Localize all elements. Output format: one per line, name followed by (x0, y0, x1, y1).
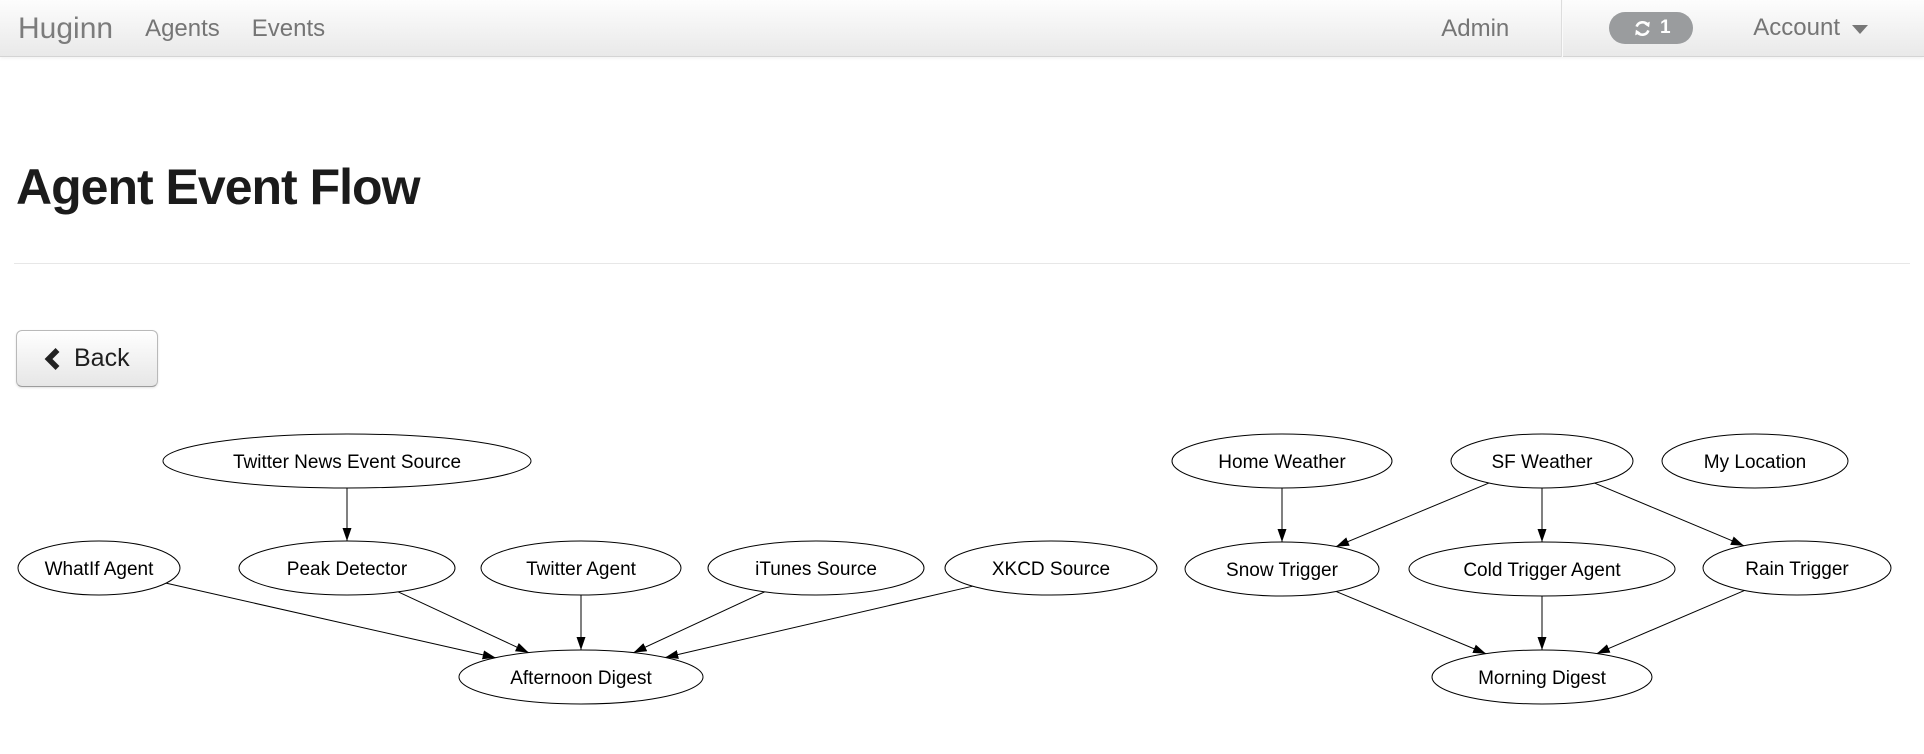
graph-node-my-location[interactable]: My Location (1661, 433, 1849, 489)
graph-edge-itunes-source-to-afternoon-digest (633, 591, 765, 654)
graph-node-cold-trigger-agent[interactable]: Cold Trigger Agent (1408, 541, 1676, 597)
graph-node-home-weather[interactable]: Home Weather (1171, 433, 1393, 489)
refresh-icon (1632, 18, 1653, 39)
graph-node-snow-trigger[interactable]: Snow Trigger (1184, 541, 1380, 597)
graph-node-morning-digest[interactable]: Morning Digest (1431, 649, 1653, 705)
graph-node-label: My Location (1704, 452, 1806, 473)
brand-link[interactable]: Huginn (18, 11, 114, 45)
graph-edge-rain-trigger-to-morning-digest (1596, 589, 1745, 655)
graph-node-twitter-agent[interactable]: Twitter Agent (480, 540, 682, 596)
graph-node-label: XKCD Source (992, 559, 1110, 580)
graph-node-label: WhatIf Agent (45, 559, 155, 580)
graph-edge-snow-trigger-to-morning-digest (1335, 590, 1487, 655)
graph-node-label: Cold Trigger Agent (1463, 560, 1621, 581)
chevron-left-icon (44, 347, 61, 371)
nav-item-admin[interactable]: Admin (1441, 14, 1510, 42)
navbar-divider (1561, 0, 1564, 57)
back-button[interactable]: Back (16, 330, 158, 387)
graph-node-label: Home Weather (1218, 452, 1346, 473)
account-label: Account (1753, 14, 1840, 41)
graph-node-whatif-agent[interactable]: WhatIf Agent (17, 540, 181, 596)
graph-node-label: Snow Trigger (1226, 560, 1339, 581)
chevron-down-icon (1852, 25, 1868, 34)
account-menu[interactable]: Account (1753, 14, 1868, 42)
nav-item-events[interactable]: Events (251, 14, 326, 42)
navbar-right: Admin 1 Account (1441, 0, 1924, 57)
graph-node-label: Twitter Agent (526, 559, 637, 580)
graph-node-xkcd-source[interactable]: XKCD Source (944, 540, 1158, 596)
graph-node-label: Afternoon Digest (510, 668, 652, 689)
graph-edge-sf-weather-to-rain-trigger (1594, 482, 1745, 547)
graph-node-itunes-source[interactable]: iTunes Source (707, 540, 925, 596)
event-count: 1 (1659, 17, 1671, 38)
graph-node-label: SF Weather (1491, 452, 1593, 473)
page-title: Agent Event Flow (16, 159, 420, 215)
graph-node-peak-detector[interactable]: Peak Detector (238, 540, 456, 596)
navbar: Huginn Agents Events Admin 1 Account (0, 0, 1924, 57)
title-divider (14, 263, 1910, 264)
event-queue-badge[interactable]: 1 (1609, 12, 1694, 44)
graph-edge-whatif-agent-to-afternoon-digest (165, 582, 496, 660)
graph-edge-peak-detector-to-afternoon-digest (397, 591, 529, 654)
back-button-label: Back (74, 344, 130, 372)
graph-node-afternoon-digest[interactable]: Afternoon Digest (458, 649, 704, 705)
graph-node-label: iTunes Source (755, 559, 877, 580)
graph-node-label: Morning Digest (1478, 668, 1606, 689)
nav-item-agents[interactable]: Agents (145, 14, 220, 42)
graph-edge-xkcd-source-to-afternoon-digest (665, 585, 973, 659)
graph-node-sf-weather[interactable]: SF Weather (1450, 433, 1634, 489)
graph-edge-sf-weather-to-snow-trigger (1335, 482, 1490, 548)
graph-node-twitter-news-event-source[interactable]: Twitter News Event Source (162, 433, 532, 489)
graph-node-label: Peak Detector (287, 559, 408, 580)
graph-node-label: Rain Trigger (1745, 559, 1849, 580)
graph-node-rain-trigger[interactable]: Rain Trigger (1702, 540, 1892, 596)
graph-node-label: Twitter News Event Source (233, 452, 461, 473)
